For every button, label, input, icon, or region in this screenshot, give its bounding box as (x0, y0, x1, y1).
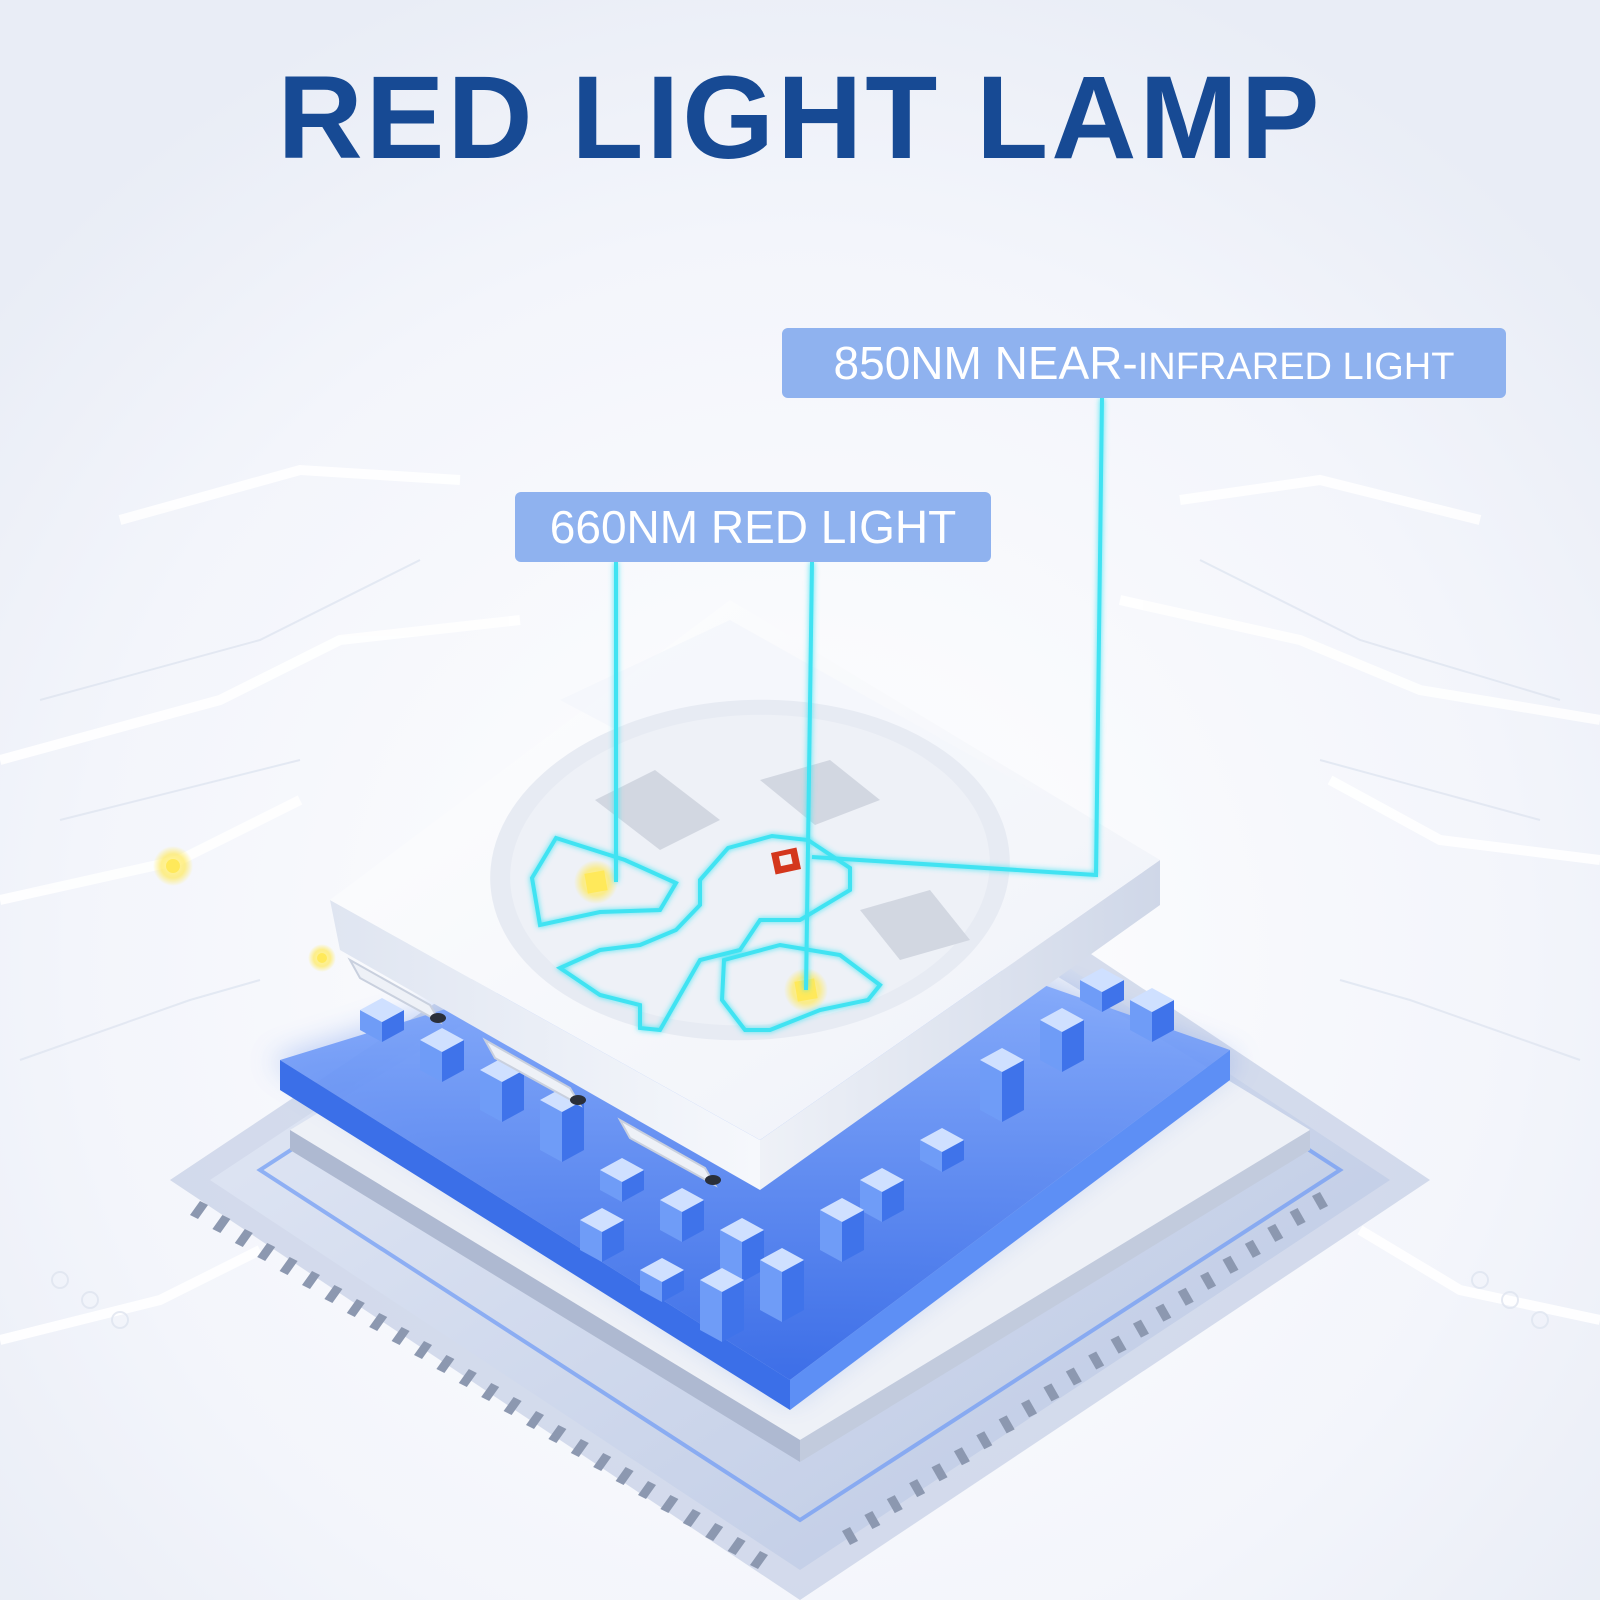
chip-pin (302, 1271, 320, 1289)
chip-pin (727, 1537, 746, 1555)
chip-pin (1289, 1207, 1306, 1226)
chip-pin (481, 1383, 500, 1401)
chip-pin (931, 1463, 948, 1482)
callout-nir-suffix: INFRARED LIGHT (1137, 346, 1455, 388)
circuit-cube (640, 1258, 684, 1302)
circuit-cube (580, 1208, 624, 1262)
chip-pin (976, 1431, 993, 1450)
chip-pin (998, 1415, 1015, 1434)
chip-pin (1110, 1335, 1127, 1354)
chip-pin (1043, 1383, 1060, 1402)
circuit-grid (19, 559, 1581, 1329)
glow-dot-icon (317, 953, 327, 963)
chip-pin (503, 1397, 522, 1415)
circuit-cube (360, 998, 404, 1042)
circuit-cube (720, 1218, 764, 1282)
circuit-cube (820, 1198, 864, 1262)
circuit-cube (760, 1248, 804, 1322)
chip-pins (190, 1192, 1328, 1569)
chip-pin (750, 1551, 768, 1569)
circuit-cube (1130, 988, 1174, 1042)
circuit-cube (540, 1088, 584, 1162)
circuit-cube (860, 1168, 904, 1222)
chip-pin (864, 1511, 881, 1530)
chip-pin (324, 1285, 343, 1303)
chip-pin (570, 1439, 589, 1457)
chip-pin (1267, 1223, 1284, 1242)
chip-pin (1177, 1287, 1194, 1306)
callout-nir-label: 850NM NEAR-INFRARED LIGHT (782, 328, 1506, 398)
chip-pin (279, 1257, 298, 1275)
chip-pin (1155, 1303, 1172, 1322)
chip-pin (369, 1313, 388, 1331)
electrode-outline (529, 833, 883, 1033)
chip-pin (1132, 1319, 1149, 1338)
led-package (330, 600, 1160, 1190)
callout-red-label: 660NM RED LIGHT (515, 492, 991, 562)
chip-pin (190, 1201, 208, 1219)
chip-pin (660, 1495, 679, 1513)
chip-pin (1021, 1399, 1038, 1418)
chip-pin (682, 1509, 701, 1527)
chip-pin (458, 1369, 477, 1387)
chip-pin (414, 1341, 432, 1359)
chip-pin (1312, 1192, 1328, 1210)
chip-pin (953, 1447, 970, 1466)
chip-pin (346, 1299, 365, 1317)
chip-pin (234, 1229, 253, 1247)
chip-pin (548, 1425, 567, 1443)
circuit-cube (660, 1188, 704, 1242)
circuit-cube (700, 1268, 744, 1342)
chip-pin (909, 1479, 926, 1498)
circuit-cube (420, 1028, 464, 1082)
chip-pin (257, 1243, 276, 1261)
chip-pin (436, 1355, 455, 1373)
chip-pin (886, 1495, 903, 1514)
chip-pin (705, 1523, 724, 1541)
chip-pin (842, 1527, 858, 1545)
led-chip-yellow-icon (574, 860, 618, 904)
circuit-cube (600, 1158, 644, 1202)
chip-pin (1200, 1271, 1217, 1290)
circuit-cube (1040, 1008, 1084, 1072)
chip-pin (1065, 1367, 1082, 1386)
circuit-cube (1080, 968, 1124, 1012)
chip-pin (1222, 1255, 1239, 1274)
chip-pin (638, 1481, 656, 1499)
chip-pin (1244, 1239, 1261, 1258)
circuit-cube (920, 1128, 964, 1172)
chip-pin (526, 1411, 544, 1429)
chip-pin (1088, 1351, 1105, 1370)
led-chip-red-icon (770, 847, 802, 875)
glow-dot-icon (166, 859, 180, 873)
chip-pin (391, 1327, 410, 1345)
page-title: RED LIGHT LAMP (277, 52, 1323, 184)
chip-pin (212, 1215, 231, 1233)
leader-lines (614, 397, 1104, 991)
chip-pin (615, 1467, 634, 1485)
chip-pin (593, 1453, 612, 1471)
callout-nir-prefix: 850NM NEAR- (833, 337, 1138, 389)
circuit-cube (980, 1048, 1024, 1122)
